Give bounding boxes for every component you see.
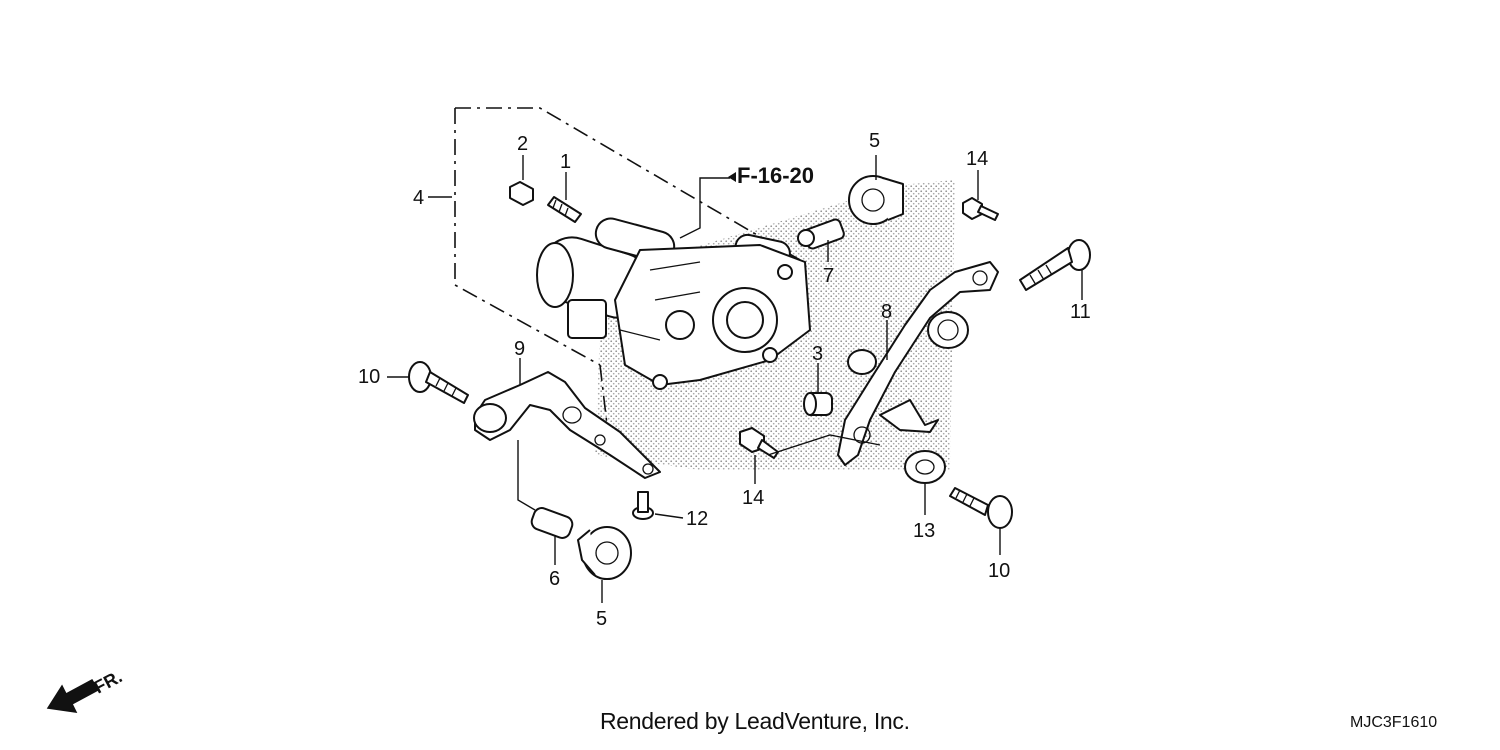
flange-bolt-10-right xyxy=(949,487,1013,529)
flange-bolt-10-left xyxy=(408,361,469,404)
callout-4: 4 xyxy=(413,187,424,209)
nut-2 xyxy=(509,181,534,206)
callout-8: 8 xyxy=(881,301,892,323)
callout-10-right: 10 xyxy=(988,560,1010,582)
front-label: FR. xyxy=(90,666,125,697)
shift-actuator-motor xyxy=(536,217,811,390)
flange-bolt-14-upper xyxy=(962,197,999,221)
callout-5-lower: 5 xyxy=(596,608,607,630)
callout-5-upper: 5 xyxy=(869,130,880,152)
reference-label: F-16-20 xyxy=(737,163,814,188)
stay-bracket-8 xyxy=(837,261,999,466)
rubber-mount-lower xyxy=(577,526,632,580)
leader-lines xyxy=(387,155,1083,603)
callout-10-left: 10 xyxy=(358,366,380,388)
callout-11: 11 xyxy=(1070,301,1091,323)
callout-7: 7 xyxy=(823,265,834,287)
callout-1: 1 xyxy=(560,151,571,173)
collar-3 xyxy=(803,392,833,416)
front-direction-indicator: FR. xyxy=(46,666,125,713)
callout-14-lower: 14 xyxy=(742,487,764,509)
callout-14-upper: 14 xyxy=(966,148,988,170)
callout-6: 6 xyxy=(549,568,560,590)
long-bolt-11 xyxy=(1019,239,1091,291)
stay-bracket-9 xyxy=(473,371,661,479)
collar-7 xyxy=(797,218,845,250)
rubber-mount-13 xyxy=(904,450,946,484)
screw-12 xyxy=(632,491,654,520)
front-arrow-icon xyxy=(46,679,100,713)
diagram-code: MJC3F1610 xyxy=(1350,714,1438,731)
callout-13: 13 xyxy=(913,520,935,542)
rubber-mount-upper xyxy=(848,175,904,225)
callout-9: 9 xyxy=(514,338,525,360)
reference-arrow-icon xyxy=(728,172,736,182)
collar-6 xyxy=(530,507,574,539)
small-screw-1 xyxy=(547,196,582,223)
render-credit: Rendered by LeadVenture, Inc. xyxy=(600,708,910,734)
callout-3: 3 xyxy=(812,343,823,365)
callout-2: 2 xyxy=(517,133,528,155)
callout-12: 12 xyxy=(686,508,708,530)
